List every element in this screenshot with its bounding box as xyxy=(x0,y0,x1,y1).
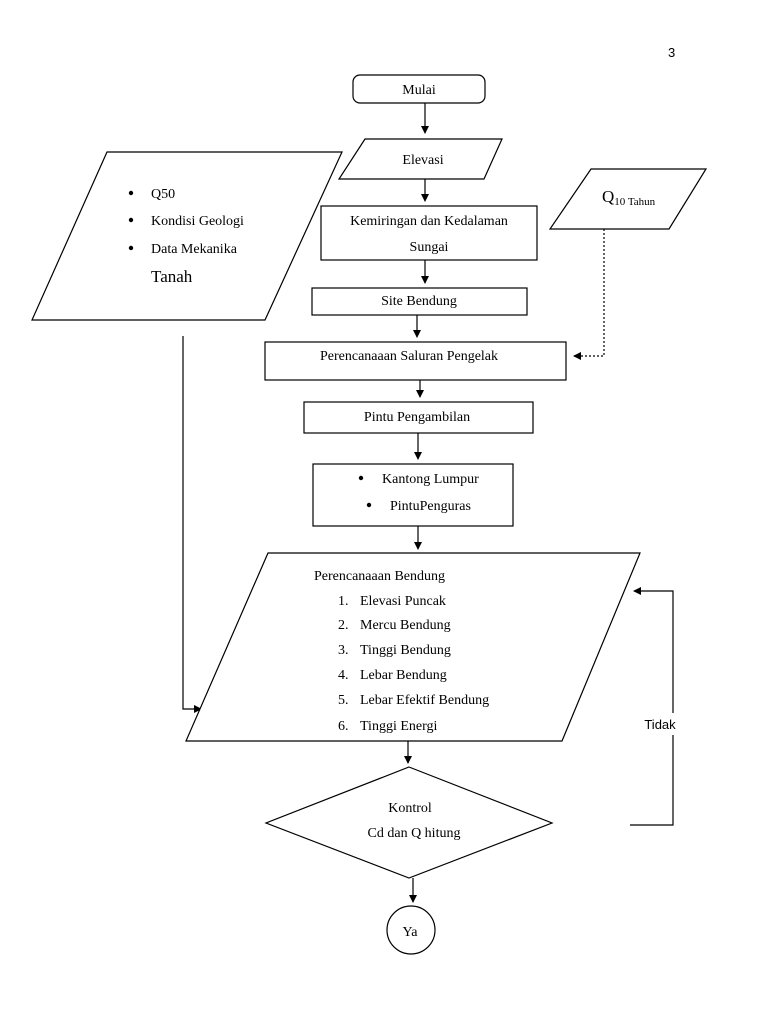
page-number: 3 xyxy=(668,45,675,60)
perencanaan-num-1: 1. xyxy=(338,594,349,609)
kontrol-label-line2: Cd dan Q hitung xyxy=(368,826,461,841)
saluran-pengelak-process xyxy=(264,341,567,381)
tidak-loop-connector xyxy=(630,587,674,826)
kontrol-label-line1: Kontrol xyxy=(388,801,432,816)
perencanaan-title: Perencanaaan Bendung xyxy=(314,569,445,584)
pintu-pengambilan-label: Pintu Pengambilan xyxy=(364,410,470,425)
q10-subscript: 10 Tahun xyxy=(614,196,655,208)
perencanaan-item-5: Lebar Efektif Bendung xyxy=(360,693,489,708)
kantong-item-1: Kantong Lumpur xyxy=(382,472,479,487)
kemiringan-label-line2: Sungai xyxy=(410,240,449,255)
perencanaan-num-4: 4. xyxy=(338,668,349,683)
pintu-pengambilan-process xyxy=(303,401,534,434)
tidak-label-bg xyxy=(636,713,684,735)
left-item-q50: Q50 xyxy=(151,187,175,202)
left-item-geologi: Kondisi Geologi xyxy=(151,214,244,229)
perencanaan-item-3: Tinggi Bendung xyxy=(360,643,451,658)
perencanaan-num-2: 2. xyxy=(338,618,349,633)
perencanaan-item-6: Tinggi Energi xyxy=(360,719,438,734)
kemiringan-process xyxy=(320,205,538,261)
site-bendung-process xyxy=(311,287,528,316)
q10-connector xyxy=(573,229,605,360)
left-bullet-1 xyxy=(128,190,134,196)
q10-main: Q xyxy=(602,187,614,206)
kantong-item-2: PintuPenguras xyxy=(390,499,471,514)
site-bendung-label: Site Bendung xyxy=(381,294,457,309)
kontrol-decision xyxy=(264,766,554,879)
start-label: Mulai xyxy=(402,83,436,98)
kemiringan-label-line1: Kemiringan dan Kedalaman xyxy=(350,214,508,229)
left-data-input xyxy=(31,151,343,321)
kantong-bullet-2 xyxy=(366,502,372,508)
q10-label: Q10 Tahun xyxy=(602,187,656,208)
left-item-mekanika: Data Mekanika xyxy=(151,242,238,257)
perencanaan-num-6: 6. xyxy=(338,719,349,734)
ya-connector xyxy=(386,905,436,955)
perencanaan-item-1: Elevasi Puncak xyxy=(360,594,446,609)
left-bullet-2 xyxy=(128,217,134,223)
left-item-tanah: Tanah xyxy=(151,267,193,286)
perencanaan-num-3: 3. xyxy=(338,643,349,658)
kantong-lumpur-process xyxy=(312,463,514,527)
ya-label: Ya xyxy=(403,925,419,940)
perencanaan-num-5: 5. xyxy=(338,693,349,708)
left-bullet-3 xyxy=(128,245,134,251)
left-input-connector xyxy=(182,336,202,713)
saluran-pengelak-label: Perencanaaan Saluran Pengelak xyxy=(320,349,498,364)
kantong-bullet-1 xyxy=(358,475,364,481)
perencanaan-item-2: Mercu Bendung xyxy=(360,618,451,633)
elevasi-label: Elevasi xyxy=(402,153,443,168)
perencanaan-bendung-process xyxy=(185,552,641,742)
elevasi-input xyxy=(337,138,503,180)
perencanaan-item-4: Lebar Bendung xyxy=(360,668,447,683)
q10-input xyxy=(548,168,708,230)
start-terminal xyxy=(352,74,486,104)
tidak-label: Tidak xyxy=(644,717,676,732)
